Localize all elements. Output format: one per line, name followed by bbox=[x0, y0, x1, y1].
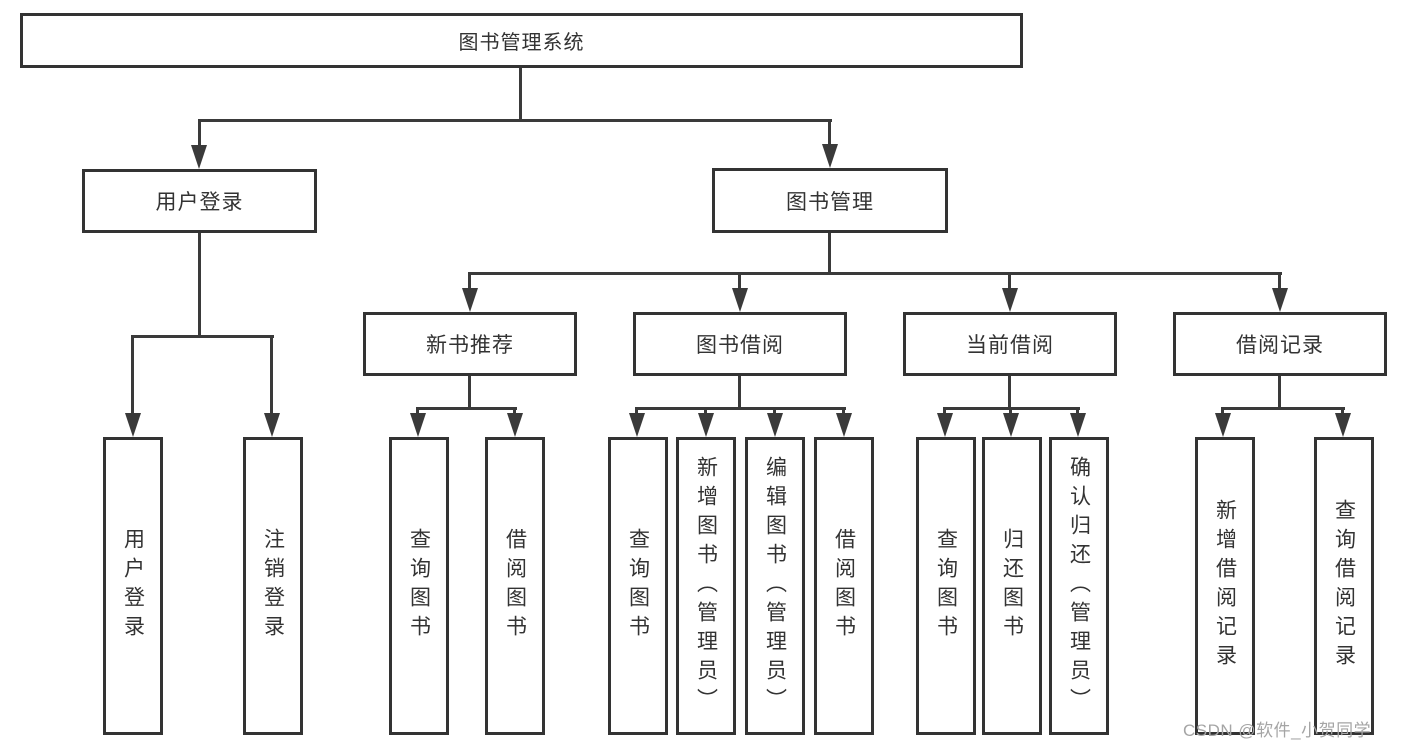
connector-line bbox=[738, 272, 741, 292]
connector-line bbox=[828, 119, 831, 150]
node-user-login: 用户登录 bbox=[82, 169, 317, 233]
connector-line bbox=[828, 233, 831, 275]
arrowhead-down-icon bbox=[698, 413, 714, 437]
connector-line bbox=[468, 272, 471, 292]
leaf-add-books-admin: 新增图书（管理员） bbox=[676, 437, 736, 735]
node-book-borrow: 图书借阅 bbox=[633, 312, 847, 376]
leaf-add-borrow-record: 新增借阅记录 bbox=[1195, 437, 1255, 735]
connector-line bbox=[468, 376, 471, 410]
connector-line bbox=[704, 407, 707, 417]
leaf-confirm-return-admin: 确认归还（管理员） bbox=[1049, 437, 1109, 735]
connector-line bbox=[468, 272, 1282, 275]
leaf-logout: 注销登录 bbox=[243, 437, 303, 735]
connector-line bbox=[1278, 376, 1281, 410]
arrowhead-down-icon bbox=[1335, 413, 1351, 437]
leaf-label: 借阅图书 bbox=[832, 528, 856, 644]
leaf-edit-books-admin: 编辑图书（管理员） bbox=[745, 437, 805, 735]
connector-line bbox=[1076, 407, 1079, 417]
connector-line bbox=[1221, 407, 1345, 410]
node-new-book-recommend: 新书推荐 bbox=[363, 312, 577, 376]
leaf-label: 注销登录 bbox=[261, 528, 285, 644]
connector-line bbox=[1009, 407, 1012, 417]
arrowhead-down-icon bbox=[937, 413, 953, 437]
connector-line bbox=[198, 119, 832, 122]
connector-line bbox=[943, 407, 946, 417]
leaf-label: 确认归还（管理员） bbox=[1067, 455, 1091, 717]
node-borrow-records: 借阅记录 bbox=[1173, 312, 1387, 376]
connector-line bbox=[1278, 272, 1281, 292]
leaf-borrow-books: 借阅图书 bbox=[814, 437, 874, 735]
connector-line bbox=[1008, 376, 1011, 410]
arrowhead-down-icon bbox=[125, 413, 141, 437]
arrowhead-down-icon bbox=[507, 413, 523, 437]
leaf-label: 查询图书 bbox=[626, 528, 650, 644]
arrowhead-down-icon bbox=[767, 413, 783, 437]
leaf-query-books-recommend: 查询图书 bbox=[389, 437, 449, 735]
leaf-label: 编辑图书（管理员） bbox=[763, 455, 787, 717]
connector-line bbox=[131, 335, 134, 417]
leaf-user-login: 用户登录 bbox=[103, 437, 163, 735]
leaf-query-books-current: 查询图书 bbox=[916, 437, 976, 735]
connector-line bbox=[513, 407, 516, 417]
arrowhead-down-icon bbox=[1070, 413, 1086, 437]
connector-line bbox=[198, 233, 201, 338]
arrowhead-down-icon bbox=[191, 145, 207, 169]
connector-line bbox=[842, 407, 845, 417]
arrowhead-down-icon bbox=[1272, 288, 1288, 312]
arrowhead-down-icon bbox=[836, 413, 852, 437]
connector-line bbox=[635, 407, 846, 410]
arrowhead-down-icon bbox=[410, 413, 426, 437]
node-book-management: 图书管理 bbox=[712, 168, 948, 233]
connector-line bbox=[1341, 407, 1344, 417]
node-current-borrow: 当前借阅 bbox=[903, 312, 1117, 376]
leaf-borrow-books-recommend: 借阅图书 bbox=[485, 437, 545, 735]
connector-line bbox=[635, 407, 638, 417]
arrowhead-down-icon bbox=[822, 144, 838, 168]
arrowhead-down-icon bbox=[1002, 288, 1018, 312]
connector-line bbox=[270, 335, 273, 417]
arrowhead-down-icon bbox=[1215, 413, 1231, 437]
arrowhead-down-icon bbox=[462, 288, 478, 312]
leaf-label: 归还图书 bbox=[1000, 528, 1024, 644]
connector-line bbox=[738, 376, 741, 410]
arrowhead-down-icon bbox=[1003, 413, 1019, 437]
leaf-label: 查询图书 bbox=[407, 528, 431, 644]
leaf-label: 新增借阅记录 bbox=[1213, 499, 1237, 673]
leaf-label: 新增图书（管理员） bbox=[694, 455, 718, 717]
leaf-label: 查询图书 bbox=[934, 528, 958, 644]
arrowhead-down-icon bbox=[629, 413, 645, 437]
arrowhead-down-icon bbox=[732, 288, 748, 312]
connector-line bbox=[1221, 407, 1224, 417]
connector-line bbox=[131, 335, 274, 338]
connector-line bbox=[416, 407, 419, 417]
arrowhead-down-icon bbox=[264, 413, 280, 437]
leaf-return-books: 归还图书 bbox=[982, 437, 1042, 735]
csdn-watermark: CSDN @软件_小贺同学 bbox=[1183, 721, 1372, 740]
leaf-label: 查询借阅记录 bbox=[1332, 499, 1356, 673]
leaf-label: 借阅图书 bbox=[503, 528, 527, 644]
node-library-system-root: 图书管理系统 bbox=[20, 13, 1023, 68]
leaf-label: 用户登录 bbox=[121, 528, 145, 644]
connector-line bbox=[416, 407, 517, 410]
connector-line bbox=[1008, 272, 1011, 292]
connector-line bbox=[773, 407, 776, 417]
connector-line bbox=[198, 119, 201, 151]
leaf-query-borrow-record: 查询借阅记录 bbox=[1314, 437, 1374, 735]
connector-line bbox=[519, 68, 522, 121]
leaf-query-books-borrow: 查询图书 bbox=[608, 437, 668, 735]
